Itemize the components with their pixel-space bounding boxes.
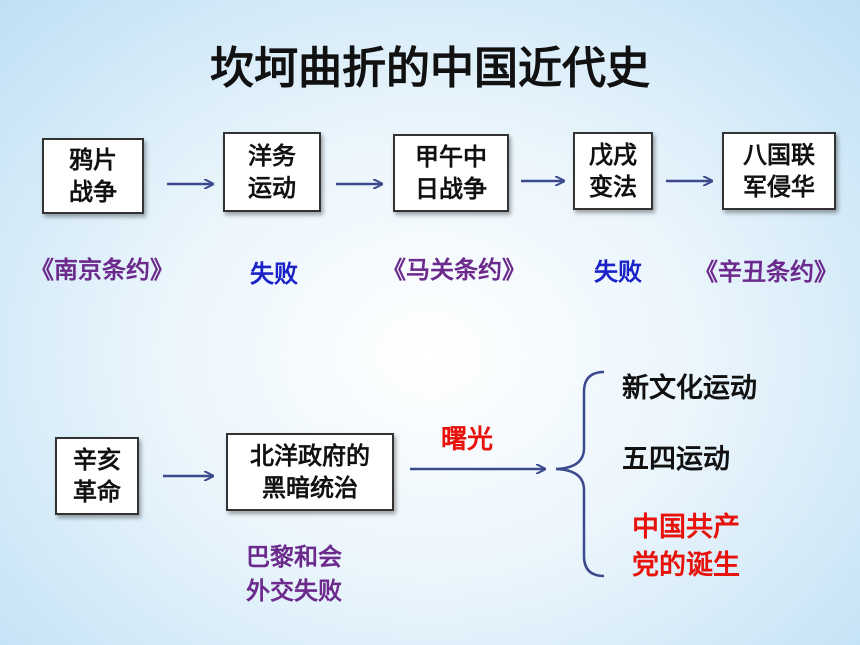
event-box-beiyang-government: 北洋政府的 黑暗统治 <box>226 433 394 511</box>
event-box-reform: 戊戌 变法 <box>573 132 653 210</box>
event-box-opium-war: 鸦片 战争 <box>42 138 144 214</box>
event-box-self-strengthening: 洋务 运动 <box>223 132 321 212</box>
branch-cpc-founding: 中国共产 党的诞生 <box>632 512 740 581</box>
outcome-boxer-protocol: 《辛丑条约》 <box>694 258 838 286</box>
page-title: 坎坷曲折的中国近代史 <box>210 43 650 94</box>
paris-conference-note: 巴黎和会 外交失败 <box>246 543 342 605</box>
event-box-sino-japanese-war: 甲午中 日战争 <box>393 134 509 212</box>
branch-brace <box>555 370 605 578</box>
dawn-label: 曙光 <box>441 425 494 455</box>
branch-new-culture-movement: 新文化运动 <box>622 373 757 404</box>
outcome-shimonoseki-treaty: 《马关条约》 <box>382 256 526 284</box>
outcome-failure-1: 失败 <box>250 260 298 288</box>
outcome-nanjing-treaty: 《南京条约》 <box>30 256 174 284</box>
outcome-failure-2: 失败 <box>594 258 642 286</box>
branch-may-fourth-movement: 五四运动 <box>622 444 730 475</box>
event-box-eight-nation: 八国联 军侵华 <box>722 132 836 210</box>
event-box-xinhai-revolution: 辛亥 革命 <box>55 437 139 515</box>
